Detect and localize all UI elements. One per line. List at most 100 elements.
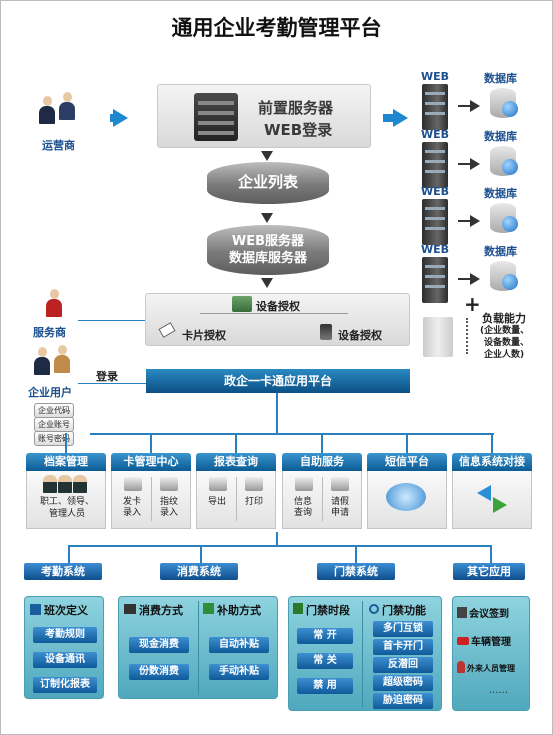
subsidy-icon — [203, 603, 214, 614]
attendance-panel: 班次定义 考勤规则 设备通讯 订制化报表 — [24, 596, 104, 699]
module-item-label: 请假 申请 — [330, 497, 349, 518]
module-title: 档案管理 — [26, 453, 106, 471]
vehicle-icon — [457, 637, 469, 645]
module-drop — [65, 433, 67, 453]
attendance-rules-button[interactable]: 考勤规则 — [33, 627, 97, 643]
cat-drop-2 — [200, 545, 202, 563]
category-other: 其它应用 — [453, 563, 525, 580]
module-item-label: 发卡 录入 — [122, 497, 141, 518]
card-auth-icon — [158, 322, 176, 338]
operator-arrow — [113, 109, 128, 127]
access-head-2: 门禁功能 — [369, 602, 426, 618]
module-card[interactable]: 档案管理职工、领导、管理人员 — [26, 453, 106, 529]
device-auth-icon — [232, 296, 252, 312]
attendance-icon — [30, 604, 41, 615]
module-card[interactable]: 卡管理中心发卡 录入指纹 录入 — [111, 453, 191, 529]
always-open-button[interactable]: 常 开 — [297, 628, 353, 644]
db-label: 数据库 — [484, 187, 517, 200]
front-server-subtitle: WEB登录 — [264, 121, 333, 139]
to-web-arrow — [393, 109, 408, 127]
device-icon — [320, 324, 332, 340]
module-item-icon — [245, 477, 263, 491]
cat-drop-4 — [490, 545, 492, 563]
web-label: WEB — [421, 70, 450, 83]
module-title: 卡管理中心 — [111, 453, 191, 471]
login-line — [78, 383, 146, 384]
access-head-1: 门禁时段 — [293, 602, 350, 618]
visitor-icon — [457, 661, 465, 673]
other-ellipsis: ...... — [489, 685, 509, 696]
door-func-label: 门禁功能 — [382, 604, 426, 617]
door-func-icon — [369, 604, 379, 614]
first-card-open-button[interactable]: 首卡开门 — [373, 639, 433, 655]
operator-label: 运营商 — [42, 139, 75, 152]
subsidy-method-label: 补助方式 — [217, 604, 261, 617]
server-to-db-arrow — [470, 158, 480, 170]
capacity-line-1: (企业数量、 — [480, 326, 530, 336]
module-body — [367, 471, 447, 529]
always-closed-button[interactable]: 常 关 — [297, 653, 353, 669]
duress-password-button[interactable]: 胁迫密码 — [373, 693, 433, 709]
spare-server — [423, 317, 453, 357]
web-server-label: WEB服务器 — [231, 234, 305, 249]
multi-door-interlock-button[interactable]: 多门互锁 — [373, 621, 433, 637]
globe-icon — [502, 274, 518, 290]
operator-arrow-tail — [110, 114, 116, 122]
people-group-icon — [43, 475, 89, 493]
cat-drop-3 — [355, 545, 357, 563]
module-card[interactable]: 信息系统对接 — [452, 453, 532, 529]
globe-icon — [502, 216, 518, 232]
module-item-label: 信息 查询 — [293, 497, 312, 518]
visitor-label: 外来人员管理 — [467, 664, 515, 673]
web-server-icon — [422, 257, 448, 303]
consumption-divider — [198, 601, 199, 695]
portion-pay-button[interactable]: 份数消费 — [129, 664, 189, 680]
consumption-head-2: 补助方式 — [203, 602, 261, 618]
device-comm-button[interactable]: 设备通讯 — [33, 652, 97, 668]
cat-drop-1 — [68, 545, 70, 563]
auto-subsidy-button[interactable]: 自动补贴 — [209, 637, 269, 653]
module-item-icon — [209, 477, 227, 491]
vehicle-label: 车辆管理 — [471, 637, 511, 648]
custom-report-button[interactable]: 订制化报表 — [33, 677, 97, 693]
super-password-button[interactable]: 超级密码 — [373, 675, 433, 691]
module-separator — [151, 477, 152, 521]
module-card[interactable]: 报表查询导出打印 — [196, 453, 276, 529]
web-server-icon — [422, 199, 448, 245]
meeting-label: 会议签到 — [469, 609, 509, 620]
module-item-icon — [331, 477, 349, 491]
cash-pay-button[interactable]: 现金消费 — [129, 637, 189, 653]
front-server-title: 前置服务器 — [258, 99, 334, 117]
server-to-db-arrow-tail — [458, 220, 471, 222]
enterprise-user-avatar — [30, 345, 76, 385]
manual-subsidy-button[interactable]: 手动补贴 — [209, 664, 269, 680]
device-auth-box: 设备授权 卡片授权 设备授权 — [145, 293, 410, 346]
server-to-db-arrow — [470, 215, 480, 227]
meeting-item: 会议签到 — [457, 605, 509, 620]
disabled-button[interactable]: 禁 用 — [297, 678, 353, 694]
module-drop — [150, 433, 152, 453]
module-drop — [321, 433, 323, 453]
module-title: 报表查询 — [196, 453, 276, 471]
meeting-icon — [457, 607, 467, 618]
card-auth-label: 卡片授权 — [182, 329, 226, 342]
server-to-db-arrow-tail — [458, 278, 471, 280]
enterprise-user-label: 企业用户 — [28, 386, 72, 399]
module-branch — [90, 433, 494, 435]
anti-passback-button[interactable]: 反潜回 — [373, 657, 433, 673]
module-title: 信息系统对接 — [452, 453, 532, 471]
sms-icon — [386, 483, 426, 511]
web-label: WEB — [421, 243, 450, 256]
server-stack-icon — [194, 93, 238, 141]
server-to-db-arrow-tail — [458, 163, 471, 165]
module-card[interactable]: 短信平台 — [367, 453, 447, 529]
db-label: 数据库 — [484, 72, 517, 85]
module-item-label: 导出 — [207, 497, 226, 507]
category-attendance: 考勤系统 — [24, 563, 102, 580]
access-divider — [362, 601, 363, 707]
module-card[interactable]: 自助服务信息 查询请假 申请 — [282, 453, 362, 529]
operator-avatar — [37, 92, 92, 137]
module-item-icon — [295, 477, 313, 491]
attendance-head: 班次定义 — [30, 602, 88, 618]
service-provider-avatar — [40, 287, 70, 323]
